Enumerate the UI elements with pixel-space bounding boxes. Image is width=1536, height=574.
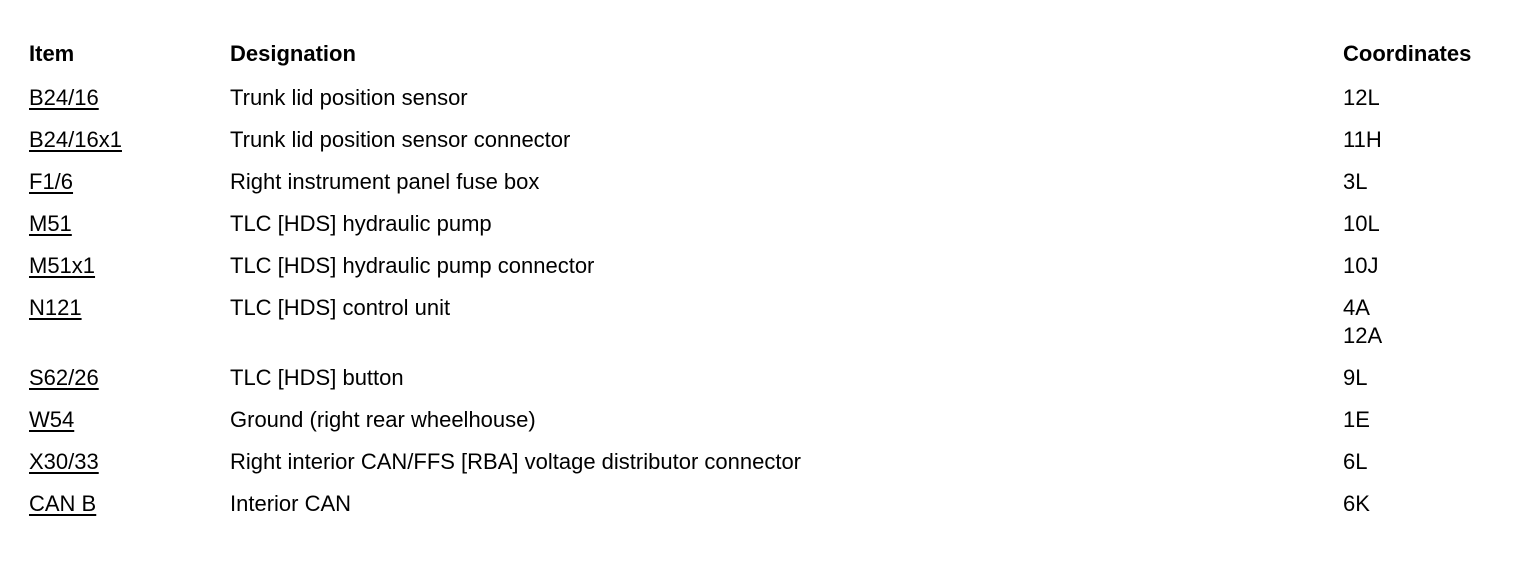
coordinates-cell: 12L [1343,84,1519,126]
coordinate-value: 10J [1343,253,1379,278]
table-row: B24/16 Trunk lid position sensor 12L [29,84,1519,126]
table-row: X30/33 Right interior CAN/FFS [RBA] volta… [29,448,1519,490]
item-link[interactable]: X30/33 [29,449,99,474]
item-link[interactable]: M51x1 [29,253,96,278]
item-link[interactable]: B24/16x1 [29,127,122,152]
designation-cell: TLC [HDS] hydraulic pump [230,211,492,236]
header-designation: Designation [230,41,356,66]
item-cell: X30/33 [29,448,230,490]
item-link[interactable]: N121 [29,295,82,320]
designation-cell: TLC [HDS] button [230,365,404,390]
coordinates-cell: 6L [1343,448,1519,490]
coordinate-value: 12A [1343,323,1383,348]
item-cell: N121 [29,294,230,364]
coordinate-value: 6L [1343,449,1368,474]
item-link[interactable]: S62/26 [29,365,99,390]
table-row: B24/16x1 Trunk lid position sensor connec… [29,126,1519,168]
designation-cell: Ground (right rear wheelhouse) [230,407,536,432]
designation-cell: TLC [HDS] hydraulic pump connector [230,253,595,278]
coordinate-value: 11H [1343,127,1382,152]
coordinates-cell: 6K [1343,490,1519,532]
coordinate-value: 1E [1343,407,1370,432]
coordinates-cell: 1E [1343,406,1519,448]
designation-cell: Right instrument panel fuse box [230,169,540,194]
item-cell: W54 [29,406,230,448]
designation-cell: Trunk lid position sensor connector [230,127,571,152]
designation-cell: Interior CAN [230,491,352,516]
table-row: F1/6 Right instrument panel fuse box 3L [29,168,1519,210]
table-row: S62/26 TLC [HDS] button 9L [29,364,1519,406]
coordinate-value: 10L [1343,211,1380,236]
item-cell: B24/16x1 [29,126,230,168]
coordinate-value: 9L [1343,365,1368,390]
coordinates-cell: 10L [1343,210,1519,252]
item-cell: M51 [29,210,230,252]
designation-cell: Right interior CAN/FFS [RBA] voltage dis… [230,449,802,474]
item-cell: M51x1 [29,252,230,294]
item-link[interactable]: B24/16 [29,85,99,110]
item-cell: S62/26 [29,364,230,406]
designation-cell: TLC [HDS] control unit [230,295,451,320]
coordinates-cell: 10J [1343,252,1519,294]
item-link[interactable]: M51 [29,211,72,236]
table-row: M51x1 TLC [HDS] hydraulic pump connector 1… [29,252,1519,294]
coordinates-cell: 11H [1343,126,1519,168]
coordinate-value: 4A [1343,295,1370,320]
item-cell: CAN B [29,490,230,532]
header-coordinates: Coordinates [1343,41,1472,66]
coordinate-value: 3L [1343,169,1368,194]
coordinates-cell: 3L [1343,168,1519,210]
header-item: Item [29,41,75,66]
coordinates-cell: 9L [1343,364,1519,406]
item-link[interactable]: F1/6 [29,169,74,194]
item-cell: F1/6 [29,168,230,210]
item-link[interactable]: CAN B [29,491,97,516]
designation-cell: Trunk lid position sensor [230,85,468,110]
item-cell: B24/16 [29,84,230,126]
table-row: M51 TLC [HDS] hydraulic pump 10L [29,210,1519,252]
table-row: W54 Ground (right rear wheelhouse) 1E [29,406,1519,448]
coordinate-value: 6K [1343,491,1370,516]
table-row: CAN B Interior CAN 6K [29,490,1519,532]
coordinate-value: 12L [1343,85,1380,110]
item-link[interactable]: W54 [29,407,75,432]
table-header-row: Item Designation Coordinates [29,38,1519,84]
